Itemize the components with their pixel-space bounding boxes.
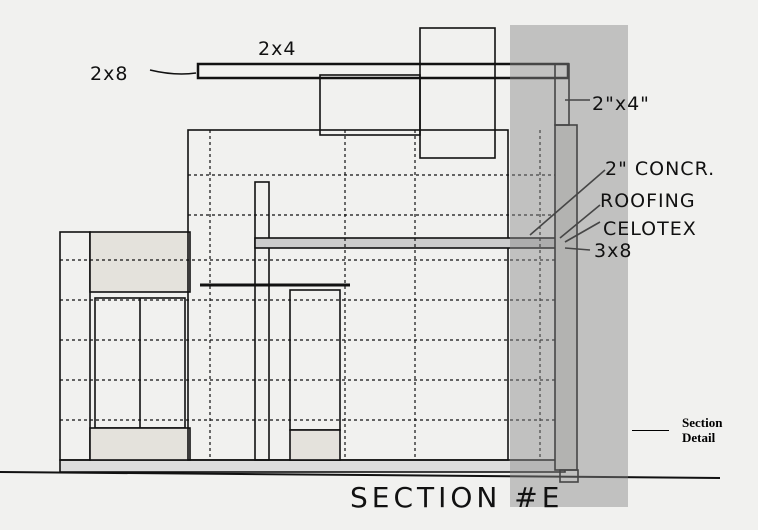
- mid-post: [254, 181, 270, 461]
- tower: [419, 27, 496, 159]
- floor-slab: [59, 459, 566, 473]
- top-beam-2x8: [196, 62, 570, 80]
- label-3x8: 3x8: [594, 240, 632, 262]
- section-detail-highlight: [510, 25, 628, 507]
- label-roofing: ROOFING: [600, 190, 696, 212]
- label-celotex: CELOTEX: [603, 218, 697, 240]
- center-sill: [289, 429, 341, 461]
- drawing-title: SECTION #E: [350, 481, 563, 514]
- label-2x4: 2x4: [258, 38, 296, 60]
- left-wall: [59, 231, 91, 461]
- caption-line-1: Section: [682, 415, 723, 430]
- left-lintel: [89, 231, 191, 293]
- label-2x8: 2x8: [90, 63, 128, 85]
- ground-line: [0, 471, 721, 479]
- section-detail-caption: Section Detail: [682, 415, 722, 445]
- arrow-2x8: [149, 69, 197, 75]
- caption-line-2: Detail: [682, 430, 716, 445]
- label-2x4-stud: 2"x4": [592, 93, 650, 115]
- center-block: [187, 129, 509, 461]
- caption-leader-line: [632, 430, 669, 431]
- label-concrete: 2" CONCR.: [605, 158, 715, 180]
- left-sill: [89, 427, 191, 461]
- center-window: [289, 289, 341, 431]
- upper-frame: [319, 74, 421, 136]
